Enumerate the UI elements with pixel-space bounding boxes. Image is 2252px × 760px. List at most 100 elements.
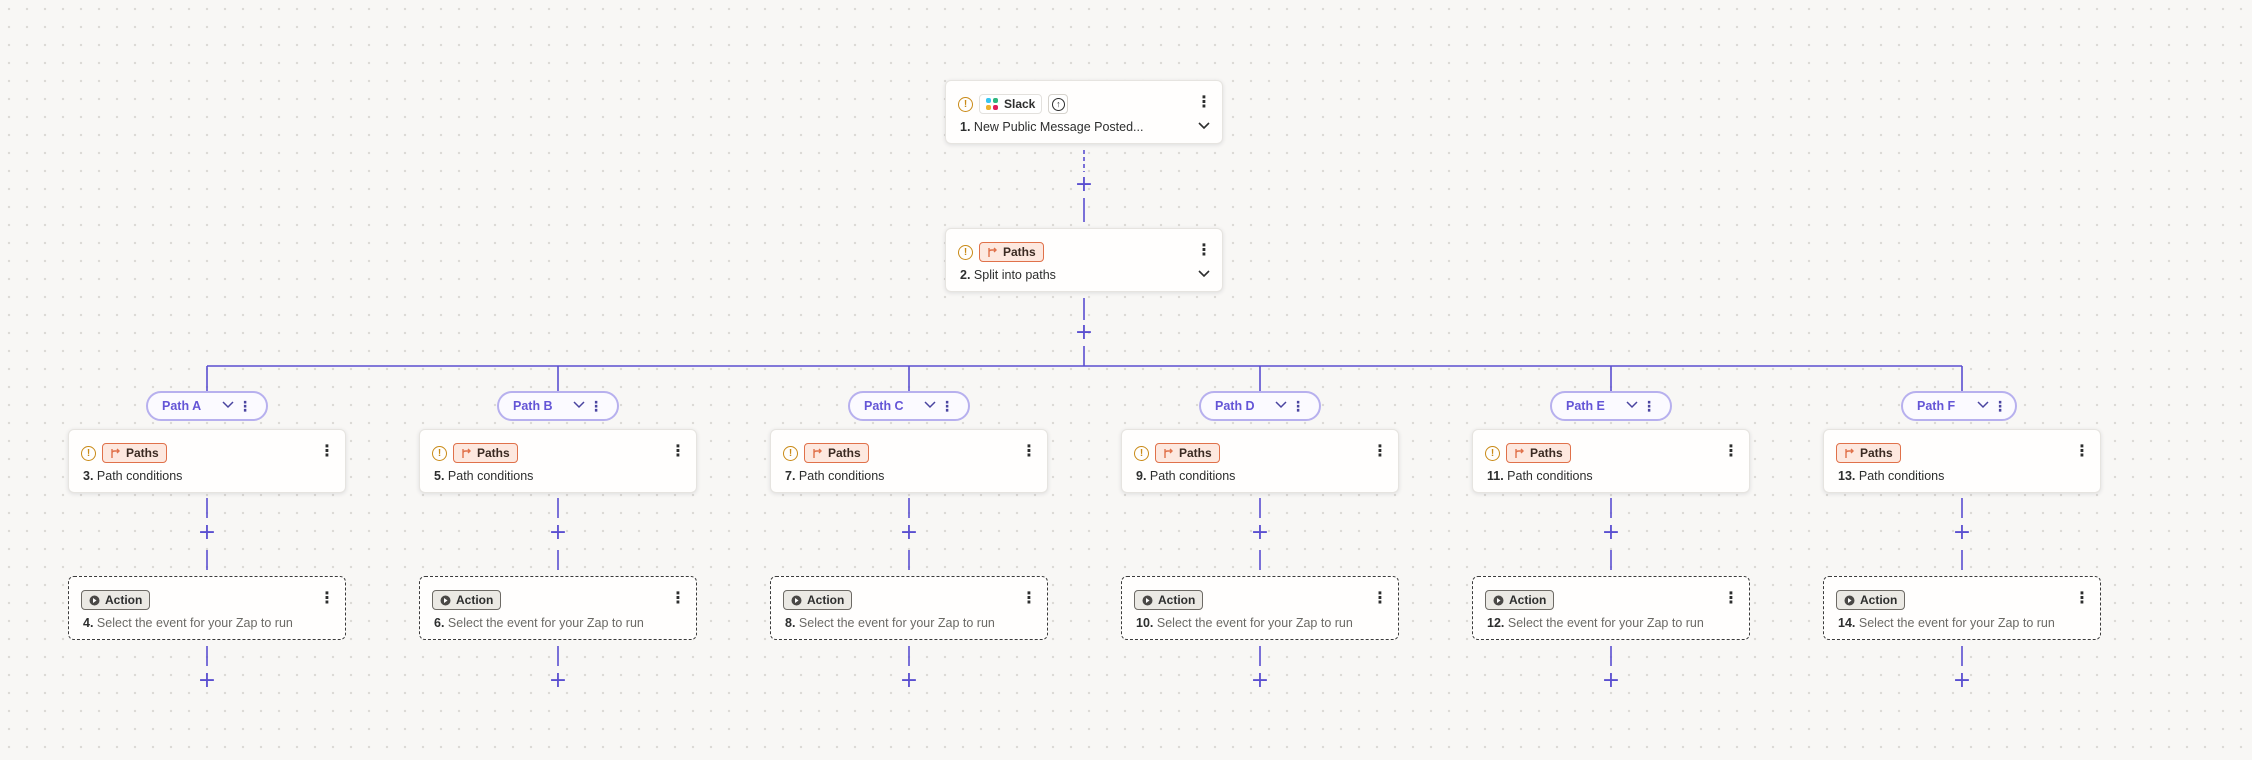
action-badge-label: Action — [105, 593, 143, 607]
step-title: 6. Select the event for your Zap to run — [434, 616, 644, 630]
warning-icon: ! — [958, 244, 973, 260]
chevron-down-icon[interactable] — [1975, 400, 1991, 412]
action-step-card[interactable]: Action ⋮ 14. Select the event for your Z… — [1823, 576, 2101, 640]
chevron-down-icon[interactable] — [220, 400, 236, 412]
path-conditions-card[interactable]: ! Paths ⋮ 3. Path conditions — [68, 429, 346, 493]
path-pill[interactable]: Path F ⋮ — [1901, 391, 2017, 421]
step-title-text: Path conditions — [1858, 469, 1945, 483]
add-step-plus-icon[interactable]: + — [548, 520, 568, 545]
more-vertical-icon[interactable]: ⋮ — [1021, 590, 1037, 607]
more-vertical-icon[interactable]: ⋮ — [670, 590, 686, 607]
chevron-down-icon[interactable] — [922, 400, 938, 412]
step-title-text: Select the event for your Zap to run — [1858, 616, 2055, 630]
paths-badge-label: Paths — [1860, 446, 1893, 460]
more-vertical-icon[interactable]: ⋮ — [319, 443, 335, 460]
paths-icon — [813, 448, 822, 458]
chevron-down-icon[interactable] — [1198, 119, 1210, 133]
more-vertical-icon[interactable]: ⋮ — [1993, 397, 2007, 414]
path-pill[interactable]: Path B ⋮ — [497, 391, 619, 421]
trigger-step-card[interactable]: ! Slack ↑ ⋮ 1. New Public Message Posted… — [945, 80, 1223, 144]
paths-badge: Paths — [1506, 443, 1571, 463]
step-number: 3. — [83, 469, 94, 483]
more-vertical-icon[interactable]: ⋮ — [1196, 242, 1212, 259]
more-vertical-icon[interactable]: ⋮ — [1723, 443, 1739, 460]
add-step-plus-icon[interactable]: + — [1601, 668, 1621, 693]
step-number: 10. — [1136, 616, 1154, 630]
more-vertical-icon[interactable]: ⋮ — [1642, 397, 1656, 414]
step-title-text: Select the event for your Zap to run — [798, 616, 995, 630]
add-step-plus-icon[interactable]: + — [1250, 520, 1270, 545]
more-vertical-icon[interactable]: ⋮ — [1291, 397, 1305, 414]
more-vertical-icon[interactable]: ⋮ — [1723, 590, 1739, 607]
more-vertical-icon[interactable]: ⋮ — [1372, 590, 1388, 607]
more-vertical-icon[interactable]: ⋮ — [589, 397, 603, 414]
path-pill[interactable]: Path C ⋮ — [848, 391, 970, 421]
step-title-text: Select the event for your Zap to run — [1156, 616, 1353, 630]
action-icon — [1844, 595, 1855, 605]
path-conditions-card[interactable]: ! Paths ⋮ 5. Path conditions — [419, 429, 697, 493]
step-title: 12. Select the event for your Zap to run — [1487, 616, 1704, 630]
path-conditions-card[interactable]: Paths ⋮ 13. Path conditions — [1823, 429, 2101, 493]
action-step-card[interactable]: Action ⋮ 12. Select the event for your Z… — [1472, 576, 1750, 640]
add-step-plus-icon[interactable]: + — [1074, 320, 1094, 345]
step-number: 12. — [1487, 616, 1505, 630]
action-badge: Action — [432, 590, 502, 610]
split-paths-step-card[interactable]: ! Paths ⋮ 2. Split into paths — [945, 228, 1223, 292]
add-step-plus-icon[interactable]: + — [899, 668, 919, 693]
add-step-plus-icon[interactable]: + — [197, 668, 217, 693]
path-pill-label: Path A — [162, 399, 202, 413]
paths-badge: Paths — [1836, 443, 1901, 463]
step-title: 11. Path conditions — [1487, 469, 1593, 483]
step-title-text: Select the event for your Zap to run — [96, 616, 293, 630]
action-badge: Action — [783, 590, 853, 610]
chevron-down-icon[interactable] — [1624, 400, 1640, 412]
more-vertical-icon[interactable]: ⋮ — [1021, 443, 1037, 460]
chevron-down-icon[interactable] — [1273, 400, 1289, 412]
step-title-text: Select the event for your Zap to run — [447, 616, 644, 630]
upgrade-icon[interactable]: ↑ — [1048, 94, 1069, 114]
more-vertical-icon[interactable]: ⋮ — [2074, 443, 2090, 460]
paths-badge: Paths — [979, 242, 1044, 262]
more-vertical-icon[interactable]: ⋮ — [940, 397, 954, 414]
add-step-plus-icon[interactable]: + — [1074, 172, 1094, 197]
add-step-plus-icon[interactable]: + — [1952, 668, 1972, 693]
add-step-plus-icon[interactable]: + — [1601, 520, 1621, 545]
path-conditions-card[interactable]: ! Paths ⋮ 7. Path conditions — [770, 429, 1048, 493]
chevron-down-icon[interactable] — [571, 400, 587, 412]
more-vertical-icon[interactable]: ⋮ — [2074, 590, 2090, 607]
paths-icon — [1164, 448, 1173, 458]
add-step-plus-icon[interactable]: + — [197, 520, 217, 545]
action-step-card[interactable]: Action ⋮ 4. Select the event for your Za… — [68, 576, 346, 640]
more-vertical-icon[interactable]: ⋮ — [319, 590, 335, 607]
step-number: 11. — [1487, 469, 1504, 483]
more-vertical-icon[interactable]: ⋮ — [238, 397, 252, 414]
more-vertical-icon[interactable]: ⋮ — [670, 443, 686, 460]
action-icon — [1493, 595, 1504, 605]
path-pill[interactable]: Path E ⋮ — [1550, 391, 1672, 421]
paths-icon — [111, 448, 120, 458]
step-number: 6. — [434, 616, 445, 630]
chevron-down-icon[interactable] — [1198, 267, 1210, 281]
action-step-card[interactable]: Action ⋮ 10. Select the event for your Z… — [1121, 576, 1399, 640]
step-number: 7. — [785, 469, 796, 483]
action-badge-label: Action — [807, 593, 845, 607]
step-title: 14. Select the event for your Zap to run — [1838, 616, 2055, 630]
path-pill[interactable]: Path D ⋮ — [1199, 391, 1321, 421]
step-title-text: Path conditions — [1149, 469, 1236, 483]
step-title: 4. Select the event for your Zap to run — [83, 616, 293, 630]
more-vertical-icon[interactable]: ⋮ — [1196, 94, 1212, 111]
add-step-plus-icon[interactable]: + — [1952, 520, 1972, 545]
step-title-text: Path conditions — [798, 469, 885, 483]
add-step-plus-icon[interactable]: + — [1250, 668, 1270, 693]
step-title-text: New Public Message Posted... — [973, 120, 1144, 134]
action-step-card[interactable]: Action ⋮ 8. Select the event for your Za… — [770, 576, 1048, 640]
more-vertical-icon[interactable]: ⋮ — [1372, 443, 1388, 460]
path-pill[interactable]: Path A ⋮ — [146, 391, 268, 421]
add-step-plus-icon[interactable]: + — [899, 520, 919, 545]
path-conditions-card[interactable]: ! Paths ⋮ 9. Path conditions — [1121, 429, 1399, 493]
action-step-card[interactable]: Action ⋮ 6. Select the event for your Za… — [419, 576, 697, 640]
step-title-text: Select the event for your Zap to run — [1507, 616, 1704, 630]
add-step-plus-icon[interactable]: + — [548, 668, 568, 693]
path-conditions-card[interactable]: ! Paths ⋮ 11. Path conditions — [1472, 429, 1750, 493]
